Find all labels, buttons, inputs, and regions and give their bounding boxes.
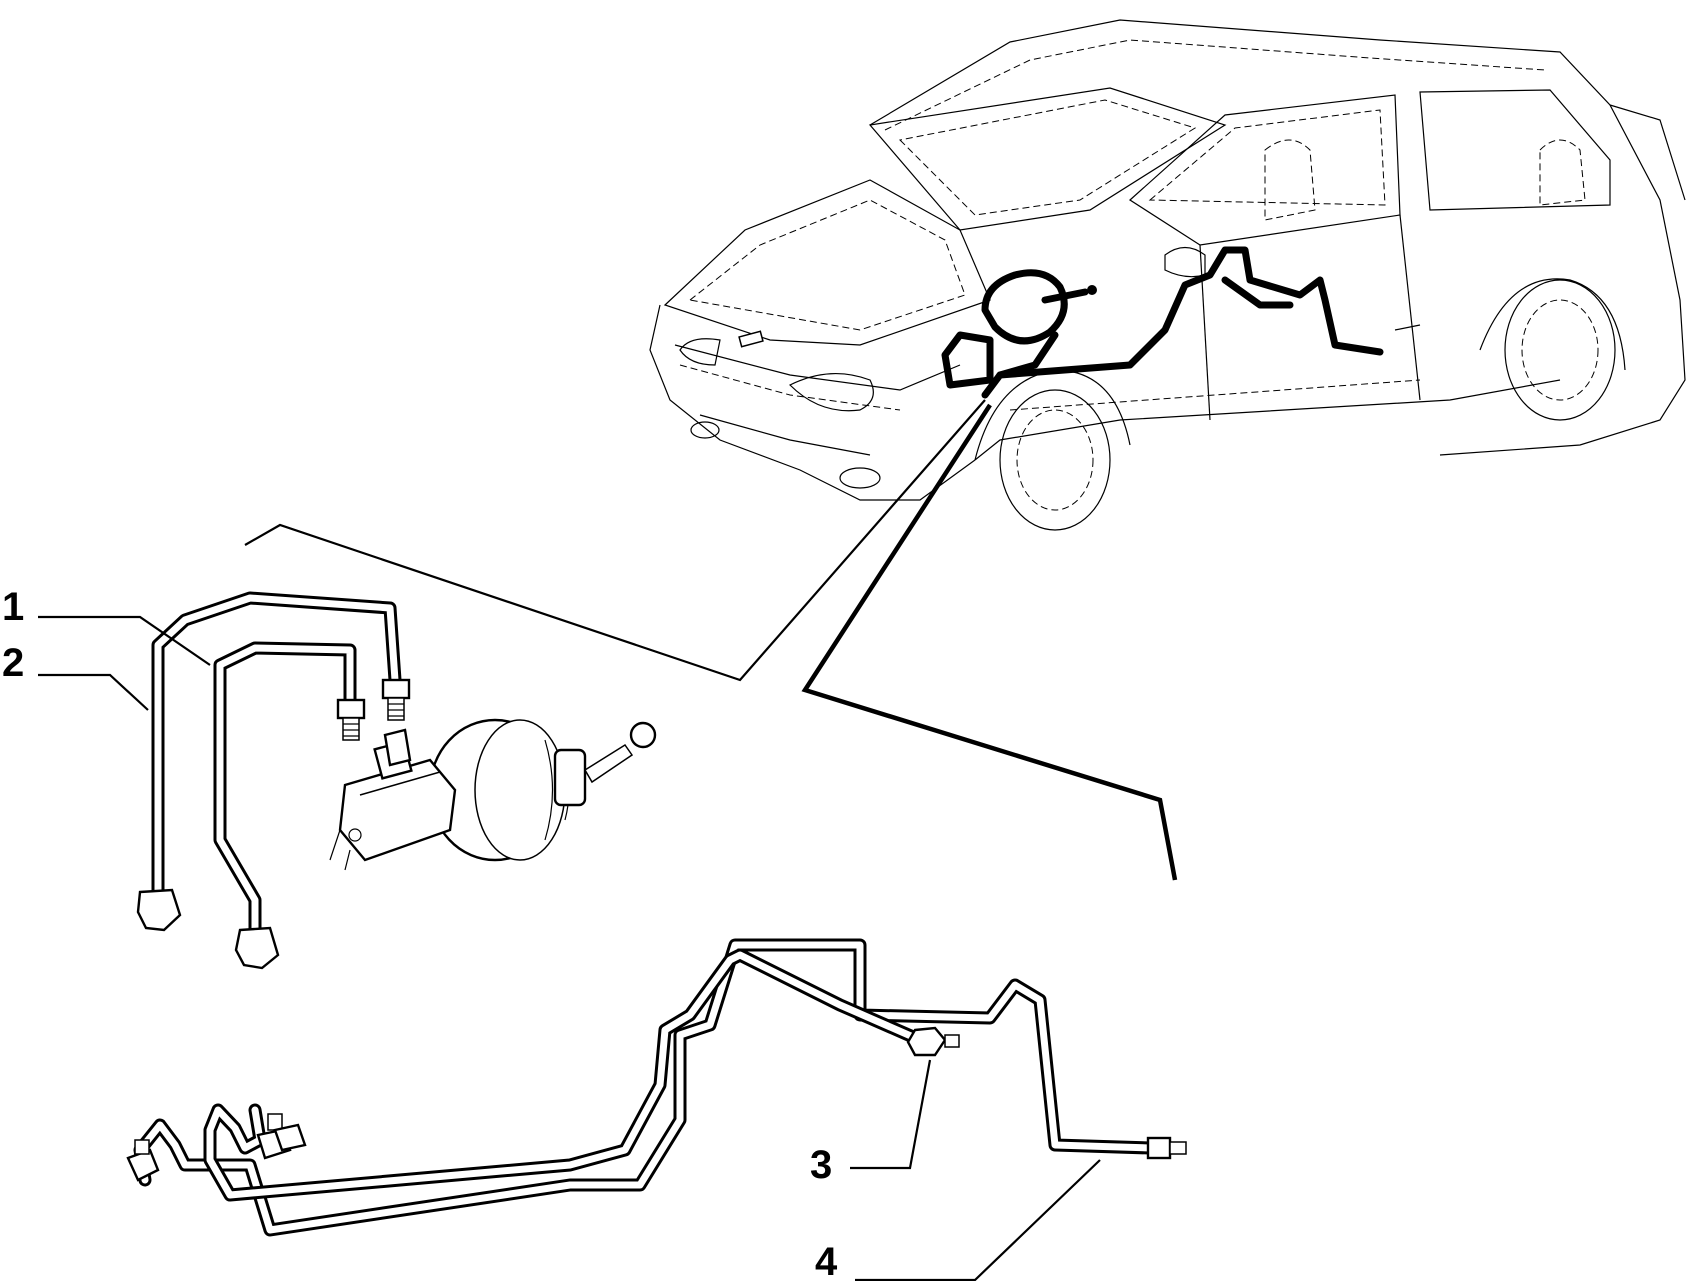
callout-3: 3	[810, 1143, 832, 1187]
pipe-1	[213, 641, 366, 970]
zoom-guide-lines	[244, 399, 1178, 881]
pipe-3	[203, 948, 960, 1202]
brake-servo-booster-icon	[428, 718, 657, 862]
callout-leaders	[38, 615, 1101, 1281]
pipe-end-fittings	[126, 1113, 307, 1182]
callout-2: 2	[2, 641, 24, 685]
callout-1: 1	[2, 585, 24, 629]
car-outline-icon	[649, 19, 1686, 531]
pipe-2	[136, 591, 411, 932]
pipe-4	[133, 938, 1187, 1237]
callout-4: 4	[815, 1240, 838, 1281]
brake-servo-assembly	[329, 718, 657, 871]
brake-master-cylinder-icon	[329, 728, 457, 871]
car-brake-line-highlight	[941, 246, 1384, 399]
